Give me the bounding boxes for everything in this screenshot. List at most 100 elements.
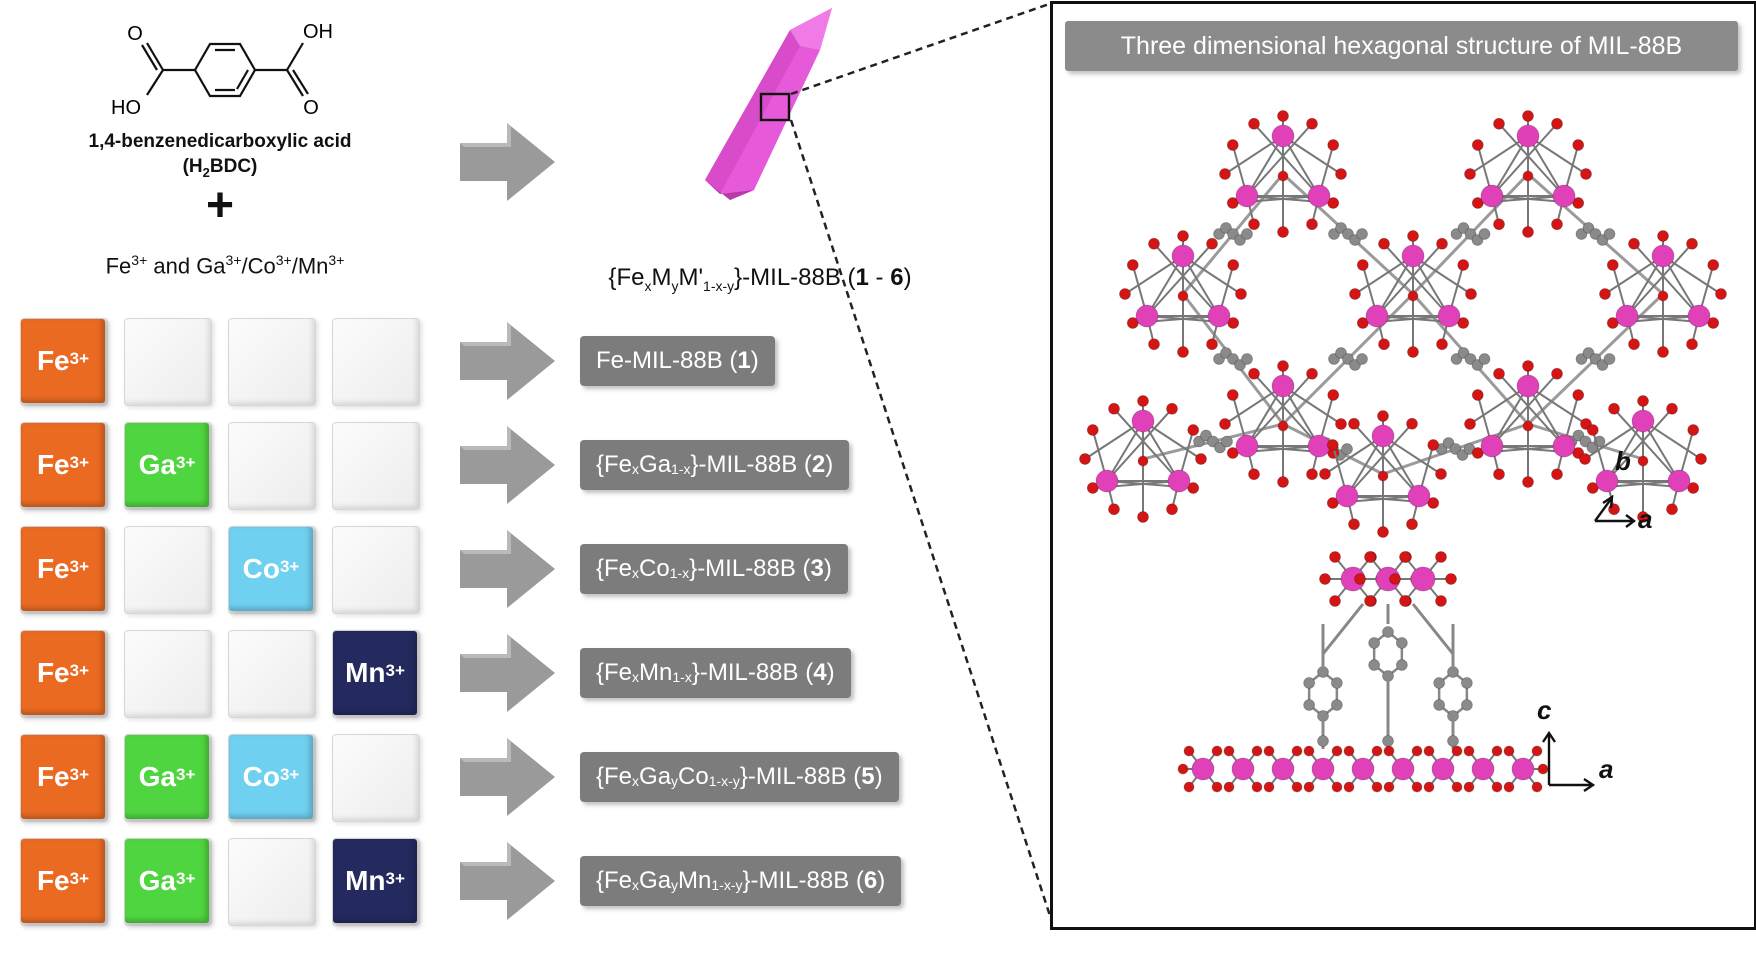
oxygen-atom bbox=[1227, 317, 1240, 329]
bond bbox=[1662, 255, 1722, 295]
oxygen-atom bbox=[1686, 237, 1698, 250]
oxygen-atom bbox=[1491, 781, 1503, 793]
oxygen-atom bbox=[1407, 290, 1419, 302]
carbon-atom bbox=[1241, 228, 1253, 240]
oxygen-atom bbox=[1471, 447, 1484, 459]
oxygen-atom bbox=[1608, 402, 1620, 415]
oxygen-atom bbox=[1327, 389, 1340, 401]
metal-symbol: Co bbox=[242, 761, 280, 792]
oxygen-atom bbox=[1177, 290, 1189, 302]
grid-cell bbox=[228, 838, 316, 926]
axis-ab-icon bbox=[1594, 494, 1636, 528]
product-number: 5 bbox=[861, 763, 875, 790]
oxygen-atom bbox=[1348, 518, 1360, 531]
oxygen-atom bbox=[1248, 468, 1260, 481]
product-text: Mn bbox=[678, 867, 712, 894]
metal-charge: 3+ bbox=[69, 869, 90, 888]
grid-cell bbox=[332, 318, 420, 406]
oxygen-atom bbox=[1491, 745, 1503, 757]
oxygen-atom bbox=[1348, 417, 1360, 430]
oxygen-atom bbox=[1423, 745, 1435, 757]
oxygen-atom bbox=[1637, 455, 1649, 467]
carbon-atom bbox=[1368, 659, 1381, 671]
oxygen-atom bbox=[1306, 117, 1318, 130]
oxygen-atom bbox=[1137, 395, 1149, 407]
oxygen-atom bbox=[1227, 259, 1240, 271]
metal-charge: 3+ bbox=[175, 869, 196, 888]
oxygen-atom bbox=[1695, 453, 1707, 465]
oxygen-atom bbox=[1464, 418, 1476, 430]
product-subscript: 1-x-y bbox=[708, 773, 740, 789]
grid-cell bbox=[332, 422, 420, 510]
carbon-atom bbox=[1478, 228, 1491, 240]
metal-atom bbox=[1651, 244, 1675, 268]
oxygen-atom bbox=[1183, 781, 1195, 793]
product-subscript: 1-x bbox=[672, 669, 692, 685]
oxygen-atom bbox=[1427, 439, 1440, 451]
metal-atom bbox=[1191, 757, 1215, 781]
bond bbox=[1584, 420, 1644, 460]
oxygen-atom bbox=[1319, 468, 1331, 480]
oxygen-atom bbox=[1407, 230, 1419, 242]
axis-label-a-top: a bbox=[1638, 504, 1653, 534]
oxygen-atom bbox=[1327, 197, 1340, 209]
metal-atom bbox=[1407, 484, 1431, 508]
product-text: Ga bbox=[639, 763, 672, 790]
oxygen-atom bbox=[1364, 551, 1376, 563]
oxygen-atom bbox=[1445, 573, 1457, 585]
oxygen-atom bbox=[1522, 170, 1534, 182]
oxygen-atom bbox=[1331, 745, 1343, 757]
product-subscript: 1-x bbox=[669, 565, 690, 581]
oxygen-atom bbox=[1223, 745, 1235, 757]
oxygen-atom bbox=[1436, 338, 1448, 351]
oxygen-atom bbox=[1377, 526, 1389, 538]
metal-atom bbox=[1391, 757, 1415, 781]
oxygen-atom bbox=[1223, 781, 1235, 793]
bond bbox=[1113, 408, 1180, 482]
axis-label-b: b bbox=[1615, 446, 1631, 476]
oxygen-atom bbox=[1251, 745, 1263, 757]
oxygen-atom bbox=[1463, 781, 1475, 793]
oxygen-atom bbox=[1187, 424, 1200, 436]
bond bbox=[1411, 603, 1455, 655]
carbon-atom bbox=[1603, 353, 1616, 365]
right-arrow-icon bbox=[460, 634, 555, 712]
oxygen-atom bbox=[1177, 346, 1189, 358]
oxygen-atom bbox=[1657, 290, 1669, 302]
ho-label-bottom: HO bbox=[111, 97, 141, 119]
oxygen-atom bbox=[1389, 573, 1401, 585]
oxygen-atom bbox=[1137, 511, 1149, 523]
oxygen-atom bbox=[1572, 389, 1585, 401]
bond bbox=[1182, 255, 1220, 317]
oxygen-atom bbox=[1435, 551, 1447, 563]
oxygen-atom bbox=[1329, 551, 1341, 563]
oxygen-atom bbox=[1148, 338, 1160, 351]
bond bbox=[1633, 243, 1700, 317]
oxygen-atom bbox=[1327, 139, 1340, 151]
axis-label-a-bottom: a bbox=[1599, 754, 1614, 784]
bond bbox=[1124, 255, 1184, 295]
metal-atom bbox=[1335, 484, 1359, 508]
metal-atom bbox=[1311, 757, 1335, 781]
oxygen-atom bbox=[1119, 288, 1131, 300]
panel-title: Three dimensional hexagonal structure of… bbox=[1065, 21, 1738, 71]
oxygen-atom bbox=[1206, 338, 1218, 351]
oxygen-atom bbox=[1166, 402, 1178, 415]
oxygen-label-left: O bbox=[127, 23, 143, 45]
oxygen-atom bbox=[1657, 346, 1669, 358]
grid-cell bbox=[124, 318, 212, 406]
product-subscript: x bbox=[632, 669, 640, 685]
oxygen-atom bbox=[1471, 197, 1484, 209]
oxygen-atom bbox=[1195, 453, 1207, 465]
oxygen-atom bbox=[1291, 781, 1303, 793]
right-arrow-icon bbox=[460, 123, 555, 201]
product-text: }-MIL-88B ( bbox=[690, 451, 812, 478]
oxygen-atom bbox=[1211, 781, 1223, 793]
bond bbox=[1527, 135, 1587, 175]
oxygen-atom bbox=[1411, 745, 1423, 757]
bond bbox=[1246, 123, 1313, 197]
oxygen-atom bbox=[1235, 288, 1247, 300]
oxygen-atom bbox=[1637, 395, 1649, 407]
